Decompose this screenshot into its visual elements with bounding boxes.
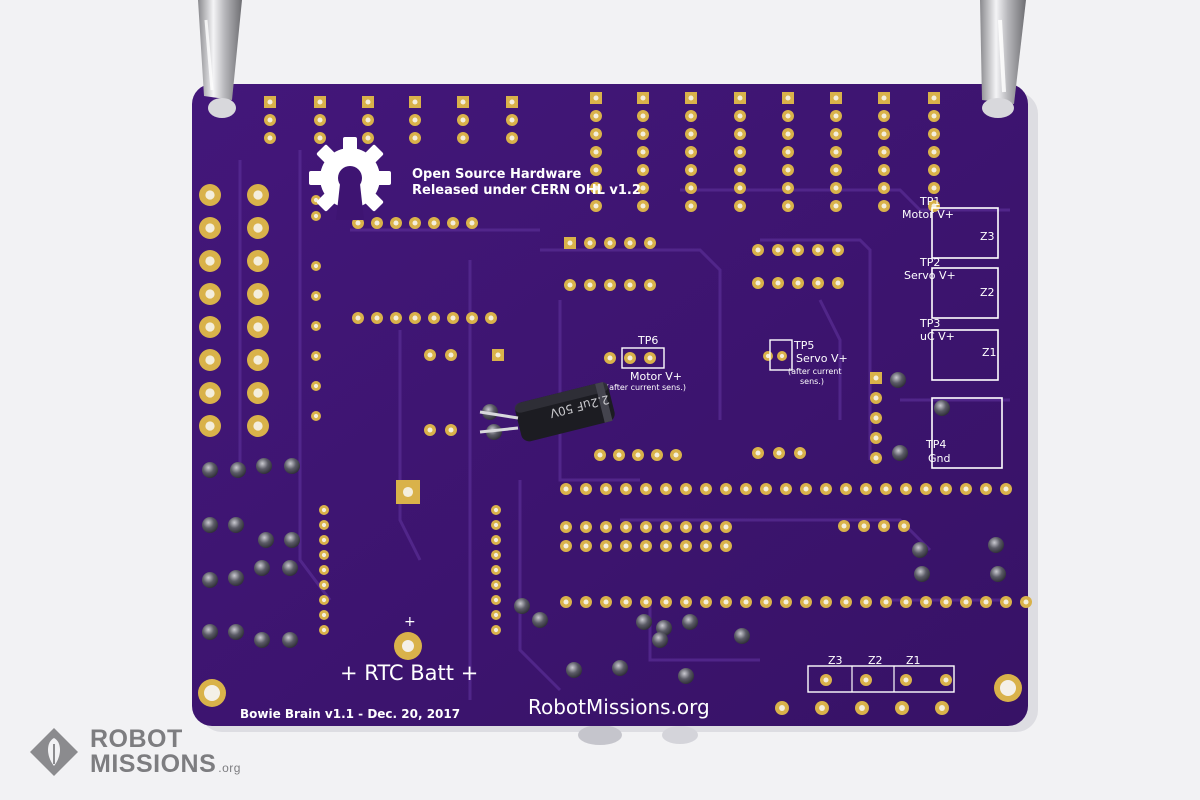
tp3-desc: uC V+ [920, 330, 955, 343]
board-version: Bowie Brain v1.1 - Dec. 20, 2017 [240, 707, 460, 721]
tp5-note-1: (after current [788, 367, 841, 376]
z3-label: Z3 [980, 230, 995, 243]
tp2-label: TP2 [919, 256, 940, 269]
electrolytic-capacitor: 2.2uF 50V [514, 381, 615, 442]
tp6-note: (after current sens.) [606, 383, 686, 392]
robot-missions-logo-icon [30, 728, 78, 776]
tp3-label: TP3 [919, 317, 940, 330]
watermark-line-1: ROBOT [90, 725, 183, 753]
alligator-clip-right [980, 0, 1026, 118]
tp1-desc: Motor V+ [902, 208, 954, 221]
watermark-line-2: MISSIONS.org [90, 750, 241, 778]
header-z2: Z2 [868, 654, 883, 667]
site-url: RobotMissions.org [528, 695, 710, 719]
tp2-desc: Servo V+ [904, 269, 956, 282]
tp4-desc: Gnd [928, 452, 950, 465]
tp5-label: TP5 [793, 339, 814, 352]
header-z1: Z1 [906, 654, 921, 667]
rtc-plus-marker: + [404, 614, 416, 630]
oshw-license: Released under CERN OHL v1.2 [412, 183, 641, 198]
mounting-holes [198, 674, 1022, 707]
oshw-gear-icon [309, 137, 391, 220]
tp5-desc: Servo V+ [796, 352, 848, 365]
tp1-label: TP1 [919, 195, 940, 208]
robot-missions-watermark: ROBOT MISSIONS.org [28, 724, 268, 780]
z2-label: Z2 [980, 286, 995, 299]
tp6-desc: Motor V+ [630, 370, 682, 383]
tp4-label: TP4 [925, 438, 946, 451]
tp5-note-2: sens.) [800, 377, 824, 386]
alligator-clip-left [198, 0, 242, 118]
oshw-title: Open Source Hardware [412, 167, 582, 182]
rtc-battery-label: + RTC Batt + [340, 661, 478, 685]
header-z3: Z3 [828, 654, 843, 667]
tp6-label: TP6 [637, 334, 658, 347]
pad-layer [199, 92, 1032, 715]
solder-joint-layer [202, 372, 1006, 684]
z1-label: Z1 [982, 346, 997, 359]
